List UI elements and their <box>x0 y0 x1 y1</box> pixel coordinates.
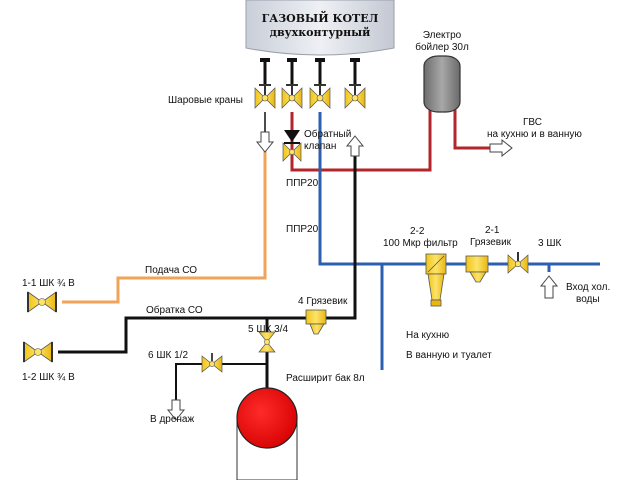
electric-water-heater <box>423 55 461 113</box>
boiler-stub-pipes <box>263 60 357 84</box>
expansion-tank <box>236 387 298 480</box>
cold-water-arrow-up-icon <box>539 275 559 299</box>
ball-valve-6 <box>201 353 223 373</box>
label-expansion-tank: Расширит бак 8л <box>286 373 365 384</box>
label-filter-id: 2-2 <box>410 226 425 237</box>
label-cold-water-1: Вход хол. <box>566 282 611 293</box>
label-strainer-4: 4 Грязевик <box>298 296 348 307</box>
label-dhw-2: на кухню и в ванную <box>487 129 582 140</box>
pipe-cold-to-heater <box>318 112 600 266</box>
boiler-body <box>245 0 395 56</box>
filter-100-micron <box>425 253 447 307</box>
label-to-kitchen: На кухню <box>406 330 450 341</box>
label-check-valve-1: Обратный <box>304 129 352 140</box>
label-valve-5: 5 ШК 3/4 <box>248 324 289 335</box>
ball-valve-5 <box>258 331 276 353</box>
dhw-arrow-right-icon <box>489 138 513 158</box>
label-valve-6: 6 ШК 1/2 <box>148 350 189 361</box>
label-ppr20-a: ППР20 <box>286 178 319 189</box>
label-electric-heater-2: бойлер 30л <box>415 42 469 53</box>
boiler-title-line1: ГАЗОВЫЙ КОТЕЛ <box>261 12 379 25</box>
label-ball-valves: Шаровые краны <box>168 95 243 106</box>
boiler-title-line2: двухконтурный <box>269 26 371 39</box>
strainer-2-1 <box>465 255 489 283</box>
gas-arrow-down-icon <box>255 131 275 153</box>
ball-valve-1-2 <box>23 341 53 363</box>
return-arrow-up-icon <box>345 135 365 157</box>
label-drain: В дренаж <box>150 414 195 425</box>
label-electric-heater-1: Электро <box>422 30 462 41</box>
ball-valves-top <box>254 84 366 109</box>
label-to-bathroom: В ванную и туалет <box>406 350 492 361</box>
drain-arrow-down-icon <box>166 399 186 421</box>
strainer-4 <box>305 309 327 335</box>
label-supply-co: Подача СО <box>145 265 198 276</box>
boiler-label: ГАЗОВЫЙ КОТЕЛ двухконтурный <box>245 12 395 40</box>
ball-valve-hot-lower <box>282 142 302 162</box>
label-valve-1-1: 1-1 ШК ¾ В <box>22 278 75 289</box>
label-strainer-id: 2-1 <box>485 225 500 236</box>
label-check-valve-2: клапан <box>304 141 337 152</box>
label-cold-water-2: воды <box>576 294 600 305</box>
label-valve-3: 3 ШК <box>538 238 562 249</box>
pipe-return-co <box>58 140 357 354</box>
boiler-outlets <box>260 58 360 62</box>
label-ppr20-b: ППР20 <box>286 224 319 235</box>
label-strainer-name: Грязевик <box>470 237 512 248</box>
label-return-co: Обратка СО <box>146 305 203 316</box>
pipe-drain <box>175 363 267 402</box>
ball-valve-1-1 <box>27 291 57 313</box>
label-valve-1-2: 1-2 ШК ¾ В <box>22 372 75 383</box>
ball-valve-3 <box>507 252 529 274</box>
check-valve <box>284 130 300 144</box>
label-dhw-1: ГВС <box>523 117 542 128</box>
label-filter-name: 100 Мкр фильтр <box>383 238 458 249</box>
pipe-supply-co <box>62 150 267 304</box>
